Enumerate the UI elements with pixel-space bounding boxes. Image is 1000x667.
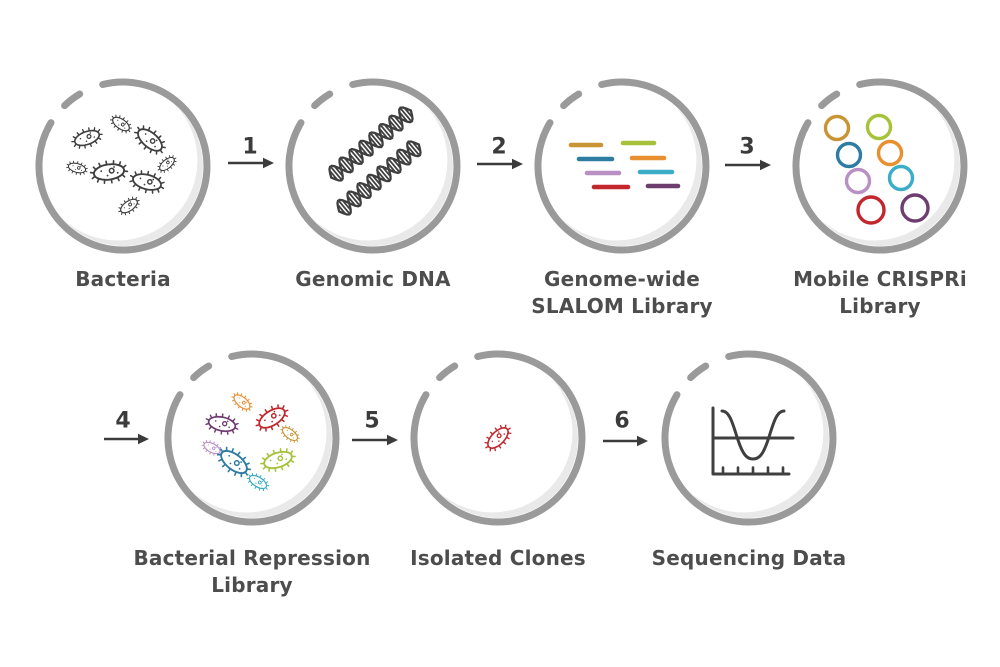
petri-dish-ring (285, 78, 461, 254)
bacterium-icon (66, 160, 88, 176)
step-label-line: SLALOM Library (531, 294, 713, 318)
arrow-icon (352, 434, 398, 446)
step-label-line: Isolated Clones (410, 546, 586, 570)
plasmid-ring (876, 139, 904, 167)
bacterium-icon (255, 404, 289, 432)
arrow-icon (477, 158, 523, 170)
arrow-number-2: 2 (491, 134, 507, 160)
bacterium-icon (205, 413, 239, 435)
plasmid-ring (887, 164, 915, 192)
petri-dish-ring (792, 78, 968, 254)
step-label-bacteria: Bacteria (75, 266, 171, 293)
sequencing-chart-icon (711, 406, 795, 476)
step-label-line: Genome-wide (543, 267, 701, 291)
plasmid-ring (835, 141, 863, 169)
plasmid-ring (844, 167, 872, 195)
arrow-number-3: 3 (739, 134, 755, 160)
single-bacterium-icon (484, 424, 512, 452)
bacterium-icon (280, 425, 300, 443)
petri-dish-ring (661, 350, 837, 526)
step-label-genomic-dna: Genomic DNA (295, 266, 451, 293)
step-label-crispri-library: Mobile CRISPRi Library (793, 266, 967, 320)
depletion-curve (720, 409, 786, 461)
bacterium-icon (246, 472, 270, 492)
bacterium-icon (216, 446, 252, 478)
bacterium-icon (109, 114, 133, 134)
arrow-number-4: 4 (115, 408, 131, 434)
bacterium-icon (260, 448, 296, 472)
step-label-line: Library (211, 573, 293, 597)
arrow-icon (104, 433, 149, 445)
step-label-sequencing-data: Sequencing Data (652, 545, 847, 572)
bacterium-icon (134, 125, 166, 155)
bacterium-icon (231, 392, 253, 412)
plasmid-ring (865, 113, 893, 141)
step-label-repression-library: Bacterial Repression Library (133, 545, 370, 599)
petri-dish-ring (35, 78, 211, 254)
bacterium-icon (201, 439, 223, 457)
step-label-line: Mobile CRISPRi (793, 267, 967, 291)
step-label-line: Sequencing Data (651, 546, 847, 570)
axis-ticks (721, 466, 785, 476)
step-label-slalom-library: Genome-wide SLALOM Library (531, 266, 713, 320)
step-label-line: Genomic DNA (295, 267, 451, 291)
bacterium-icon (71, 127, 103, 149)
plasmid-ring (900, 193, 930, 223)
step-label-line: Library (839, 294, 921, 318)
step-label-line: Bacteria (75, 267, 171, 291)
step-label-isolated-clones: Isolated Clones (410, 545, 586, 572)
arrow-icon (228, 157, 274, 169)
arrow-number-5: 5 (364, 408, 380, 434)
dna-strand-icon (328, 106, 414, 182)
plasmid-rings-icon (823, 113, 930, 225)
arrow-icon (725, 159, 771, 171)
bacterium-icon (157, 155, 177, 173)
petri-dish-ring (410, 350, 586, 526)
petri-dish-ring (164, 350, 340, 526)
bacterium-icon (118, 196, 140, 216)
arrow-number-1: 1 (242, 134, 258, 160)
dna-strand-icon (336, 140, 422, 216)
bacteria-cluster-icon (66, 114, 177, 216)
bacterium-icon (484, 424, 512, 452)
arrow-icon (603, 435, 648, 447)
petri-dish-ring (534, 78, 710, 254)
plasmid-ring (856, 195, 886, 225)
dna-fragments-icon (568, 140, 681, 190)
step-label-line: Bacterial Repression (133, 546, 371, 570)
colored-bacteria-icon (201, 392, 300, 492)
bacterium-icon (129, 170, 165, 194)
bacterium-icon (89, 159, 129, 185)
arrow-number-6: 6 (614, 408, 630, 434)
dna-helix-icon (328, 106, 422, 216)
plasmid-ring (823, 114, 851, 142)
